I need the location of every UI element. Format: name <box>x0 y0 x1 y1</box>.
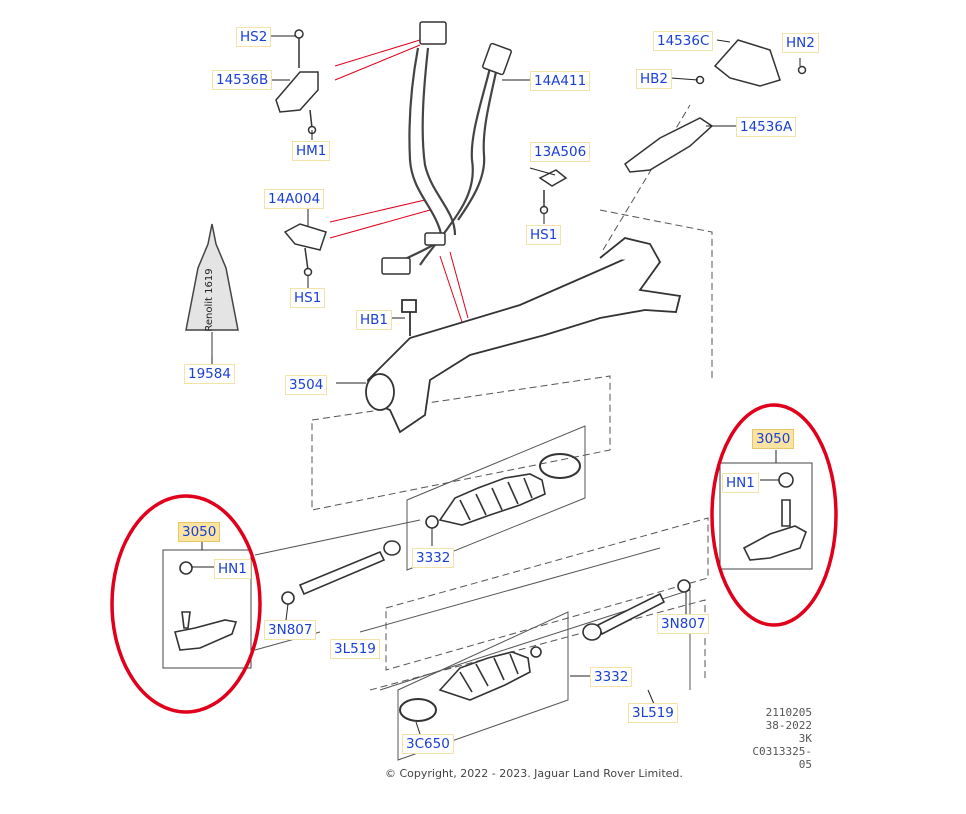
bracket-14536b <box>275 29 319 135</box>
callout-14a411: 14A411 <box>530 71 591 91</box>
leader-lines <box>192 35 801 735</box>
callout-14536b: 14536B <box>212 70 273 90</box>
callout-3n807-left: 3N807 <box>264 620 317 640</box>
lower-tie-rod <box>582 579 691 641</box>
callout-14536c: 14536C <box>653 31 714 51</box>
solid-outlines <box>254 425 691 761</box>
callout-3l519-right: 3L519 <box>628 703 678 723</box>
callout-3n807-right: 3N807 <box>657 614 710 634</box>
callout-hn2: HN2 <box>782 33 819 53</box>
red-leader-lines <box>329 39 469 323</box>
copyright-notice: © Copyright, 2022 - 2023. Jaguar Land Ro… <box>385 767 683 780</box>
callout-19584: 19584 <box>184 364 235 384</box>
callout-3050-left: 3050 <box>178 522 221 542</box>
bracket-14536a <box>623 117 714 173</box>
bracket-13a506 <box>538 169 568 215</box>
reference-block: 2110205 38-2022 3K C0313325-05 <box>740 706 812 771</box>
sealant-tube: Renolit 1619 <box>185 223 239 356</box>
left-tie-rod-end-inset <box>162 549 252 669</box>
reference-line-4: C0313325-05 <box>752 745 812 771</box>
callout-hn1-right: HN1 <box>722 473 759 493</box>
reference-line-1: 2110205 <box>765 706 812 719</box>
sealant-tube-text: Renolit 1619 <box>204 268 215 331</box>
callout-hb1: HB1 <box>356 310 393 330</box>
wiring-harness <box>399 47 498 266</box>
reference-line-3: 3K <box>798 732 812 745</box>
callout-hb2: HB2 <box>636 69 673 89</box>
upper-bellows <box>425 453 581 529</box>
right-tie-rod-end-inset <box>719 462 813 570</box>
callout-13a506: 13A506 <box>530 142 591 162</box>
callout-hn1-left: HN1 <box>214 559 251 579</box>
callout-3332-lower: 3332 <box>590 667 633 687</box>
callout-3l519-left: 3L519 <box>330 639 380 659</box>
lower-bellows <box>399 646 542 722</box>
callout-3050-right: 3050 <box>752 429 795 449</box>
bracket-14a004 <box>283 223 327 277</box>
callout-3332-upper: 3332 <box>412 548 455 568</box>
callout-14536a: 14536A <box>736 117 797 137</box>
bracket-14536c <box>695 39 807 87</box>
callout-hs1-left: HS1 <box>290 288 326 308</box>
reference-line-2: 38-2022 <box>765 719 812 732</box>
right-annotation-ellipse <box>710 403 838 627</box>
upper-tie-rod <box>281 540 401 605</box>
callout-hs2: HS2 <box>236 27 272 47</box>
callout-3c650: 3C650 <box>402 734 454 754</box>
callout-hs1-right: HS1 <box>526 225 562 245</box>
connectors <box>381 21 512 275</box>
callout-hm1: HM1 <box>292 141 331 161</box>
callout-14a004: 14A004 <box>264 189 325 209</box>
callout-3504: 3504 <box>285 375 328 395</box>
steering-gear-housing <box>365 237 682 434</box>
left-annotation-ellipse <box>110 494 262 714</box>
